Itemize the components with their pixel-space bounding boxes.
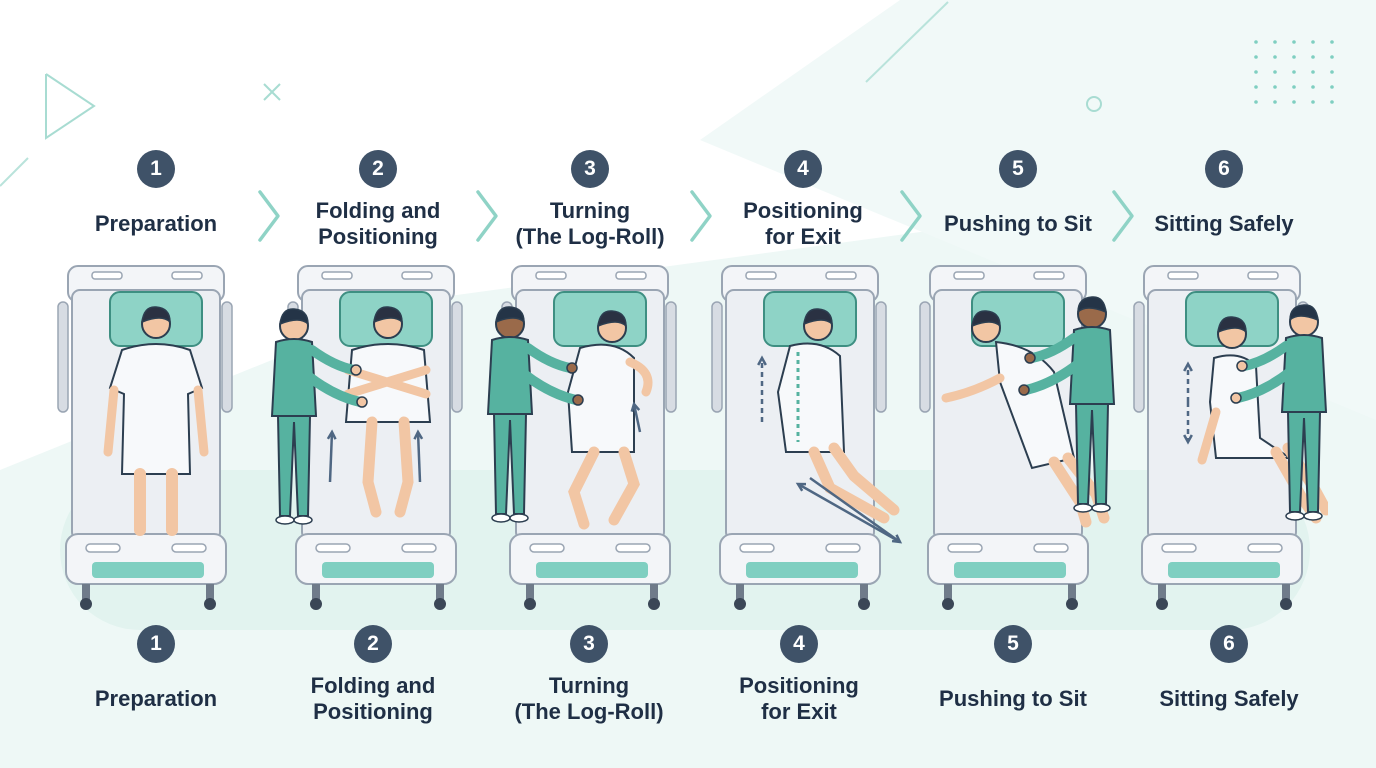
step-number-badge: 1: [137, 625, 175, 663]
step-number-badge: 2: [359, 150, 397, 188]
step-title: Folding and Positioning: [315, 198, 441, 249]
scene-pushing-to-sit: [919, 265, 1116, 610]
scene-turning-log-roll: [486, 265, 677, 610]
chevron-right-icon: [900, 190, 922, 242]
motion-arrow-icon: [757, 355, 767, 422]
scene-positioning-exit: [711, 265, 903, 610]
caregiver-figure-icon: [270, 308, 368, 525]
step-title: Turning (The Log-Roll): [514, 673, 664, 724]
step-number-badge: 1: [137, 150, 175, 188]
step-label-6: 6 Sitting Safely: [1129, 625, 1329, 712]
motion-arrow-icon: [795, 482, 901, 544]
step-title: Positioning for Exit: [739, 673, 859, 724]
step-header-5: 5 Pushing to Sit: [918, 150, 1118, 237]
step-number-badge: 4: [780, 625, 818, 663]
step-label-5: 5 Pushing to Sit: [913, 625, 1113, 712]
step-header-3: 3 Turning (The Log-Roll): [490, 150, 690, 250]
step-number-badge: 6: [1210, 625, 1248, 663]
step-title: Folding and Positioning: [310, 673, 436, 724]
caregiver-figure-icon: [1018, 296, 1116, 513]
play-triangle-decor: [45, 73, 96, 140]
scene-sitting-safely: [1133, 265, 1328, 610]
chevron-right-icon: [1112, 190, 1134, 242]
step-title: Turning (The Log-Roll): [515, 198, 665, 249]
chevron-right-icon: [258, 190, 280, 242]
step-title: Positioning for Exit: [743, 198, 863, 249]
step-number-badge: 4: [784, 150, 822, 188]
step-header-2: 2 Folding and Positioning: [278, 150, 478, 250]
patient-figure-icon: [103, 306, 209, 536]
step-number-badge: 5: [999, 150, 1037, 188]
step-title: Sitting Safely: [1159, 686, 1299, 711]
step-number-badge: 6: [1205, 150, 1243, 188]
patient-figure-icon: [566, 310, 653, 530]
step-number-badge: 3: [571, 150, 609, 188]
step-label-4: 4 Positioning for Exit: [699, 625, 899, 725]
motion-arrow-icon: [1183, 361, 1193, 402]
step-header-6: 6 Sitting Safely: [1124, 150, 1324, 237]
caregiver-figure-icon: [486, 306, 584, 523]
step-number-badge: 3: [570, 625, 608, 663]
step-label-3: 3 Turning (The Log-Roll): [489, 625, 689, 725]
motion-arrow-icon: [326, 429, 337, 483]
scene-preparation: [57, 265, 233, 610]
step-title: Preparation: [94, 686, 218, 711]
patient-figure-icon: [1197, 316, 1328, 524]
motion-arrow-icon: [1183, 402, 1193, 445]
motion-arrow-icon: [630, 401, 642, 433]
step-label-1: 1 Preparation: [56, 625, 256, 712]
step-title: Preparation: [94, 211, 218, 236]
step-header-1: 1 Preparation: [56, 150, 256, 237]
chevron-right-icon: [690, 190, 712, 242]
scene-folding-positioning: [270, 265, 463, 610]
dot-grid-decor: [1254, 40, 1334, 104]
step-title: Pushing to Sit: [944, 211, 1092, 236]
caregiver-figure-icon: [1230, 304, 1328, 521]
ring-decor: [1086, 96, 1102, 112]
chevron-right-icon: [476, 190, 498, 242]
motion-arrow-icon: [413, 429, 424, 483]
step-number-badge: 5: [994, 625, 1032, 663]
step-label-2: 2 Folding and Positioning: [273, 625, 473, 725]
step-number-badge: 2: [354, 625, 392, 663]
step-header-4: 4 Positioning for Exit: [703, 150, 903, 250]
patient-figure-icon: [776, 308, 900, 524]
x-mark-decor: [263, 83, 281, 101]
patient-figure-icon: [343, 306, 432, 518]
step-title: Sitting Safely: [1154, 211, 1294, 236]
step-title: Pushing to Sit: [939, 686, 1087, 711]
